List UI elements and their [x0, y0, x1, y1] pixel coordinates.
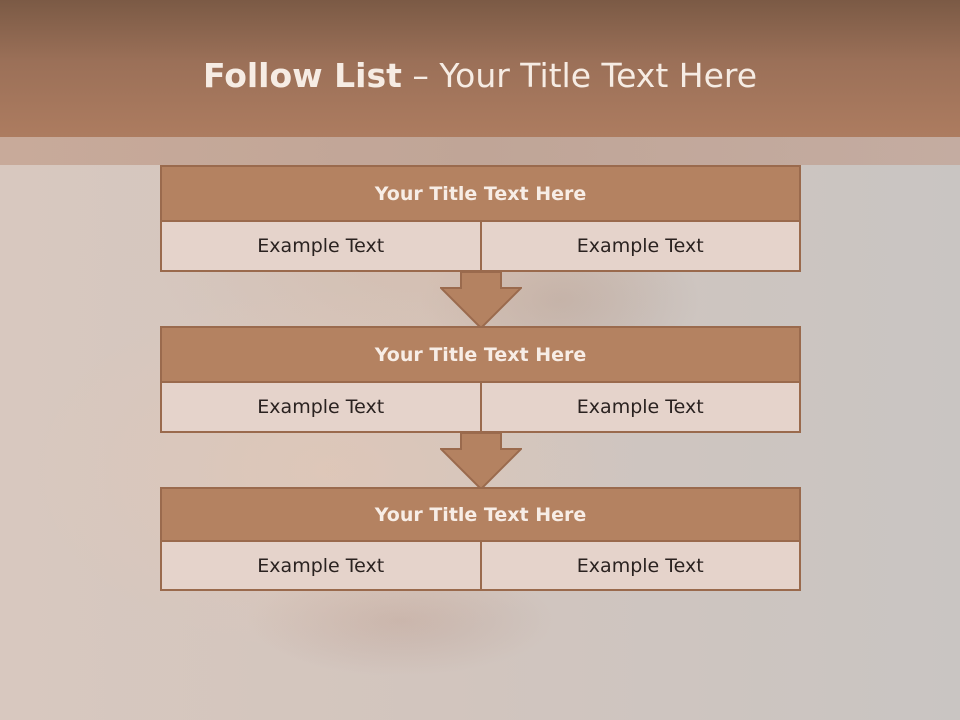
title-bold: Follow List — [202, 56, 402, 95]
list-block-1: Your Title Text Here Example Text Exampl… — [160, 165, 801, 272]
title-bar — [0, 0, 960, 137]
block-heading: Your Title Text Here — [160, 487, 801, 542]
block-row: Example Text Example Text — [160, 222, 801, 272]
list-block-2: Your Title Text Here Example Text Exampl… — [160, 326, 801, 433]
block-cell-right: Example Text — [481, 222, 801, 272]
header-strip — [0, 137, 960, 165]
title-rest: – Your Title Text Here — [401, 56, 758, 95]
block-cell-left: Example Text — [160, 542, 482, 591]
block-row: Example Text Example Text — [160, 542, 801, 591]
block-cell-left: Example Text — [160, 383, 482, 433]
list-block-3: Your Title Text Here Example Text Exampl… — [160, 487, 801, 591]
block-cell-right: Example Text — [481, 542, 801, 591]
down-arrow-icon — [440, 432, 522, 490]
slide-title: Follow List – Your Title Text Here — [0, 56, 960, 95]
block-row: Example Text Example Text — [160, 383, 801, 433]
down-arrow-icon — [440, 271, 522, 329]
block-cell-right: Example Text — [481, 383, 801, 433]
block-cell-left: Example Text — [160, 222, 482, 272]
block-heading: Your Title Text Here — [160, 165, 801, 222]
block-heading: Your Title Text Here — [160, 326, 801, 383]
